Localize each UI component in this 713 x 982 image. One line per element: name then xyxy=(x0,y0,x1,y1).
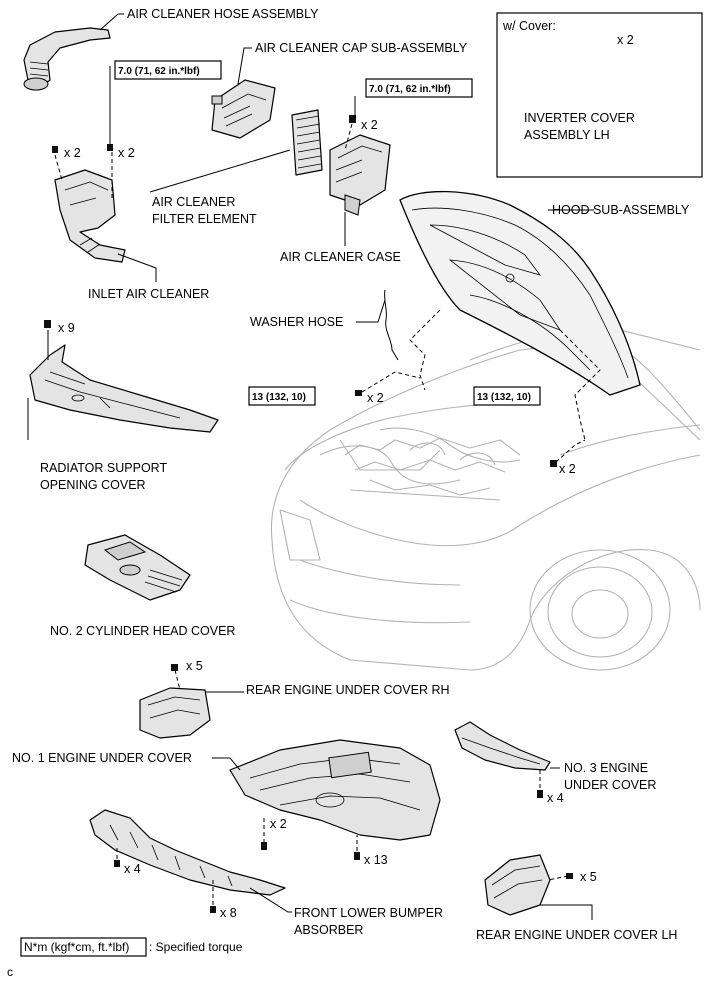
torque-hood-right: 13 (132, 10) xyxy=(477,392,531,403)
bumper-absorber-drawing xyxy=(89,809,286,896)
legend-text: : Specified torque xyxy=(149,940,243,954)
legend-key: N*m (kgf*cm, ft.*lbf) xyxy=(24,940,129,954)
inlet-air-cleaner-drawing xyxy=(54,169,126,263)
label-filter-element-line1: AIR CLEANER xyxy=(152,195,235,209)
label-no3-under-cover-line1: NO. 3 ENGINE xyxy=(564,761,648,775)
label-inverter-cover-line1: INVERTER COVER xyxy=(524,111,635,125)
bolt-icon xyxy=(44,320,51,328)
qty-inlet-right: x 2 xyxy=(118,146,135,160)
qty-hood-left: x 2 xyxy=(367,391,384,405)
qty-no3: x 4 xyxy=(547,791,564,805)
washer-hose-drawing xyxy=(384,289,399,361)
no3-under-cover-drawing xyxy=(454,721,551,771)
qty-no1-left: x 2 xyxy=(270,817,287,831)
qty-hood-right: x 2 xyxy=(559,462,576,476)
label-rear-under-cover-rh: REAR ENGINE UNDER COVER RH xyxy=(246,683,450,697)
leader-lines xyxy=(27,13,594,920)
qty-no1-bottom: x 13 xyxy=(364,853,388,867)
legend-key-frame xyxy=(20,937,147,957)
torque-air-cleaner-case: 7.0 (71, 62 in.*lbf) xyxy=(369,84,451,95)
bolt-icon xyxy=(566,873,573,879)
bolt-icon xyxy=(355,390,362,396)
label-no2-cylinder-head-cover: NO. 2 CYLINDER HEAD COVER xyxy=(50,624,235,638)
qty-rear-rh: x 5 xyxy=(186,659,203,673)
cover-box-frame xyxy=(496,12,703,178)
no1-under-cover-drawing xyxy=(229,739,441,841)
air-cleaner-case-drawing xyxy=(329,134,391,216)
qty-inlet-left: x 2 xyxy=(64,146,81,160)
radiator-support-cover-drawing xyxy=(29,344,219,433)
qty-bumper-left: x 4 xyxy=(124,862,141,876)
figure-code: c xyxy=(7,965,13,979)
label-filter-element-line2: FILTER ELEMENT xyxy=(152,212,257,226)
bolt-icon xyxy=(107,144,113,151)
label-air-cleaner-case: AIR CLEANER CASE xyxy=(280,250,401,264)
air-cleaner-filter-drawing xyxy=(291,109,323,176)
qty-rear-lh: x 5 xyxy=(580,870,597,884)
cylinder-head-cover-drawing xyxy=(84,534,191,601)
torque-box-frame xyxy=(473,386,541,406)
bolt-icon xyxy=(550,460,557,467)
label-air-cleaner-hose-assembly: AIR CLEANER HOSE ASSEMBLY xyxy=(127,7,319,21)
torque-box-frame xyxy=(248,386,316,406)
hood-sub-assembly-drawing xyxy=(399,190,641,396)
qty-inverter-cover: x 2 xyxy=(617,33,634,47)
qty-bumper-bottom: x 8 xyxy=(220,906,237,920)
bolt-icon xyxy=(171,664,178,671)
label-inlet-air-cleaner: INLET AIR CLEANER xyxy=(88,287,209,301)
air-cleaner-cap-drawing xyxy=(211,79,276,139)
qty-case: x 2 xyxy=(361,118,378,132)
rear-under-cover-rh-drawing xyxy=(139,687,211,739)
air-cleaner-hose-drawing xyxy=(23,27,111,91)
label-inverter-cover-line2: ASSEMBLY LH xyxy=(524,128,610,142)
label-rear-under-cover-lh: REAR ENGINE UNDER COVER LH xyxy=(476,928,677,942)
label-washer-hose: WASHER HOSE xyxy=(250,315,343,329)
bolt-icon xyxy=(52,146,58,153)
rear-under-cover-lh-drawing xyxy=(484,854,551,916)
text-labels: AIR CLEANER HOSE ASSEMBLY AIR CLEANER CA… xyxy=(7,7,690,979)
bolt-icon xyxy=(349,115,356,123)
qty-radiator-support: x 9 xyxy=(58,321,75,335)
torque-box-frame xyxy=(114,60,222,80)
torque-box-frame xyxy=(365,78,473,98)
label-bumper-absorber-line1: FRONT LOWER BUMPER xyxy=(294,906,443,920)
label-air-cleaner-cap: AIR CLEANER CAP SUB-ASSEMBLY xyxy=(255,41,468,55)
label-bumper-absorber-line2: ABSORBER xyxy=(294,923,363,937)
label-no1-engine-under-cover: NO. 1 ENGINE UNDER COVER xyxy=(12,751,192,765)
torque-hood-left: 13 (132, 10) xyxy=(252,392,306,403)
torque-boxes xyxy=(20,60,541,957)
engine-bay xyxy=(344,437,521,496)
label-no3-under-cover-line2: UNDER COVER xyxy=(564,778,656,792)
label-hood-sub-assembly: HOOD SUB-ASSEMBLY xyxy=(552,203,690,217)
cover-box-title: w/ Cover: xyxy=(502,19,556,33)
label-radiator-support-line2: OPENING COVER xyxy=(40,478,146,492)
label-radiator-support-line1: RADIATOR SUPPORT xyxy=(40,461,167,475)
torque-air-cleaner-inlet: 7.0 (71, 62 in.*lbf) xyxy=(118,66,200,77)
